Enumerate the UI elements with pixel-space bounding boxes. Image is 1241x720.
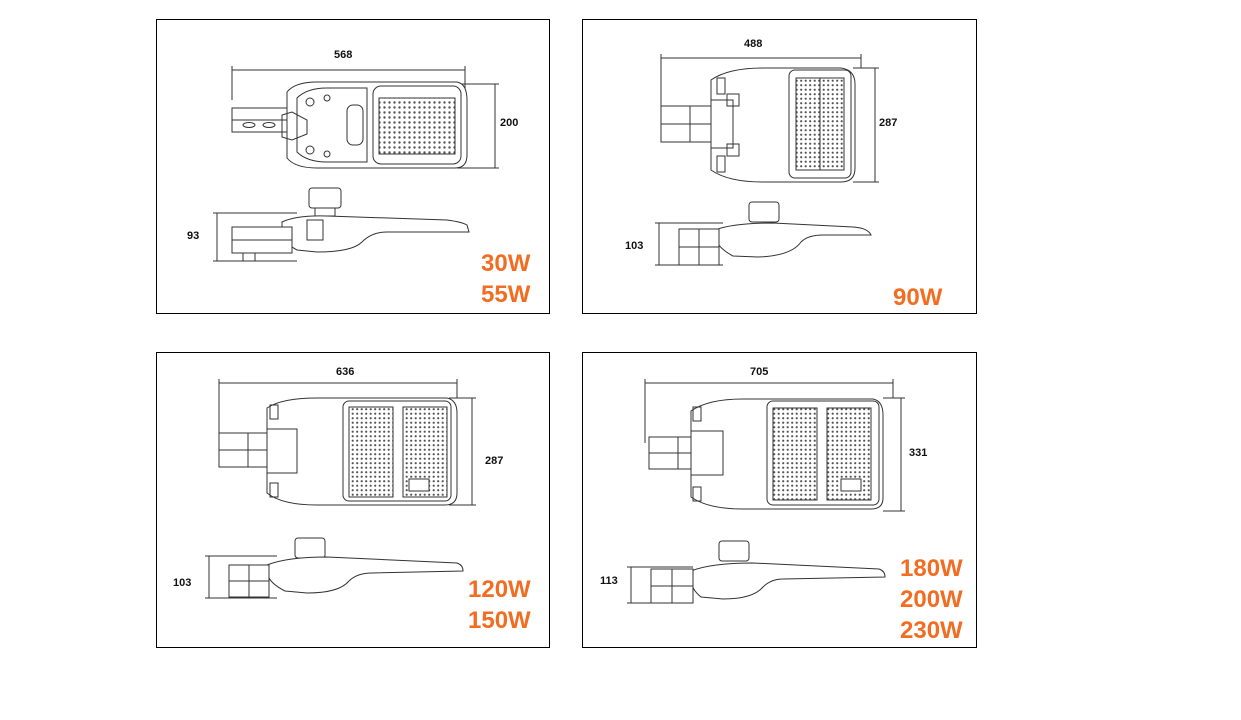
wattage-label: 230W	[900, 617, 963, 644]
wattage-label: 90W	[893, 284, 943, 311]
panel-30w-55w: 568 200 93 30W 55W	[156, 19, 550, 314]
dimension-depth: 200	[500, 117, 519, 129]
dimension-width: 705	[750, 366, 769, 378]
drawing-30w-55w	[213, 66, 499, 262]
wattage-label: 30W	[481, 250, 531, 277]
panel-90w: 488 287 103 90W	[582, 19, 977, 314]
panel-120w-150w: 636 287 103 120W 150W	[156, 352, 550, 648]
dimension-height: 113	[600, 575, 618, 587]
dimension-height: 93	[187, 230, 200, 242]
wattage-label: 55W	[481, 281, 531, 308]
wattage-label: 180W	[900, 555, 963, 582]
panel-180w-200w-230w: 705 331 113 180W 200W 230W	[582, 352, 977, 648]
drawing-180w-200w-230w	[627, 379, 905, 604]
dimension-height: 103	[173, 577, 192, 589]
wattage-label: 150W	[468, 607, 531, 634]
dimension-width: 568	[334, 49, 353, 61]
dimension-width: 488	[744, 38, 763, 50]
wattage-label: 200W	[900, 586, 963, 613]
dimension-depth: 287	[879, 117, 898, 129]
drawing-90w	[655, 54, 879, 266]
dimension-height: 103	[625, 240, 644, 252]
drawing-120w-150w	[205, 379, 476, 599]
dimension-depth: 331	[909, 447, 928, 459]
wattage-label: 120W	[468, 576, 531, 603]
dimension-depth: 287	[485, 455, 504, 467]
dimension-width: 636	[336, 366, 355, 378]
